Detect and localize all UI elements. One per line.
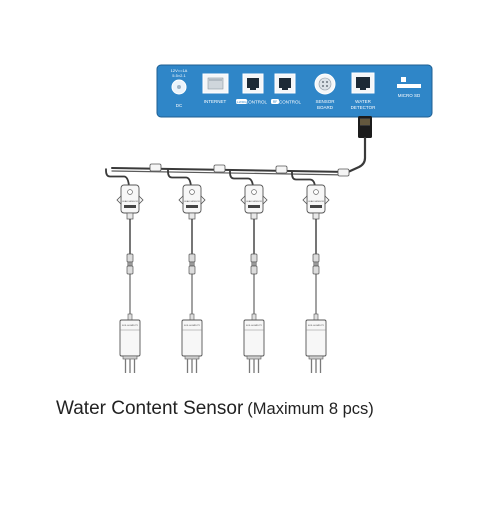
water-detector-port: WATER DETECTOR <box>351 72 376 110</box>
micro-sd-slot: MICRO SD <box>397 77 421 98</box>
dc-rating-bottom: 5.5×2.1 <box>172 73 186 78</box>
drop-cable <box>229 170 254 187</box>
one-wire-badge-text: 1-WIRE <box>236 100 247 104</box>
sensor-unit: LEAK-SENSOR SOIL-HUMIDITY <box>167 169 206 373</box>
dc-label: DC <box>176 103 183 108</box>
control-1-label: CONTROL <box>245 100 267 105</box>
soil-probe: SOIL-HUMIDITY <box>305 319 327 373</box>
bus-connectors <box>149 163 350 177</box>
internet-label: INTERNET <box>204 99 227 104</box>
one-wire-badge <box>236 99 247 104</box>
sensor-unit: LEAK-SENSOR SOIL-HUMIDITY <box>229 170 268 373</box>
control-2-port: RF CONTROL <box>271 73 301 105</box>
control-2-label: CONTROL <box>279 100 301 105</box>
drop-cable <box>105 168 130 187</box>
rf-badge <box>271 99 279 104</box>
junction-tag: LEAK-SENSOR <box>246 200 262 203</box>
sd-slot-icon <box>397 84 421 88</box>
sensor-board-label-1: SENSOR <box>315 99 335 104</box>
water-detector-label-1: WATER <box>355 99 371 104</box>
soil-probe: SOIL-HUMIDITY <box>181 319 203 373</box>
inline-connector <box>312 253 320 275</box>
inline-connector <box>126 253 134 275</box>
water-detector-label-2: DETECTOR <box>351 105 376 110</box>
probe-label: SOIL-HUMIDITY <box>246 325 263 327</box>
dc-rating-top: 12V==1A <box>171 68 188 73</box>
sensor-unit: LEAK-SENSOR SOIL-HUMIDITY <box>291 171 330 373</box>
junction-box: LEAK-SENSOR <box>302 184 330 220</box>
probe-label: SOIL-HUMIDITY <box>184 325 201 327</box>
probe-label: SOIL-HUMIDITY <box>308 325 325 327</box>
sensor-unit: LEAK-SENSOR SOIL-HUMIDITY <box>105 168 144 373</box>
soil-probe: SOIL-HUMIDITY <box>243 319 265 373</box>
internet-port: INTERNET <box>202 73 229 104</box>
control-1-port: 1-WIRE CONTROL <box>236 73 267 105</box>
soil-probe: SOIL-HUMIDITY <box>119 319 141 373</box>
probe-label: SOIL-HUMIDITY <box>122 325 139 327</box>
junction-tag: LEAK-SENSOR <box>122 200 138 203</box>
caption-title: Water Content Sensor <box>56 398 244 419</box>
controller-panel: 12V==1A 5.5×2.1 DC INTERNET 1-WIRE CONTR… <box>156 64 433 118</box>
rf-badge-text: RF <box>273 100 277 104</box>
sensor-board-port: SENSOR BOARD <box>314 73 336 110</box>
dc-port: 12V==1A 5.5×2.1 DC <box>171 68 188 108</box>
caption-note: (Maximum 8 pcs) <box>247 400 374 418</box>
sensor-board-label-2: BOARD <box>317 105 334 110</box>
micro-sd-label: MICRO SD <box>398 93 421 98</box>
junction-box: LEAK-SENSOR <box>240 184 268 220</box>
junction-tag: LEAK-SENSOR <box>184 200 200 203</box>
inline-connector <box>188 253 196 275</box>
junction-box: LEAK-SENSOR <box>116 184 144 220</box>
drop-cable <box>291 171 316 187</box>
rj-plug <box>358 116 372 138</box>
inline-connector <box>250 253 258 275</box>
junction-box: LEAK-SENSOR <box>178 184 206 220</box>
caption: Water Content Sensor(Maximum 8 pcs) <box>56 398 374 420</box>
drop-cable <box>167 169 192 187</box>
sd-card-icon <box>401 77 406 82</box>
junction-tag: LEAK-SENSOR <box>308 200 324 203</box>
